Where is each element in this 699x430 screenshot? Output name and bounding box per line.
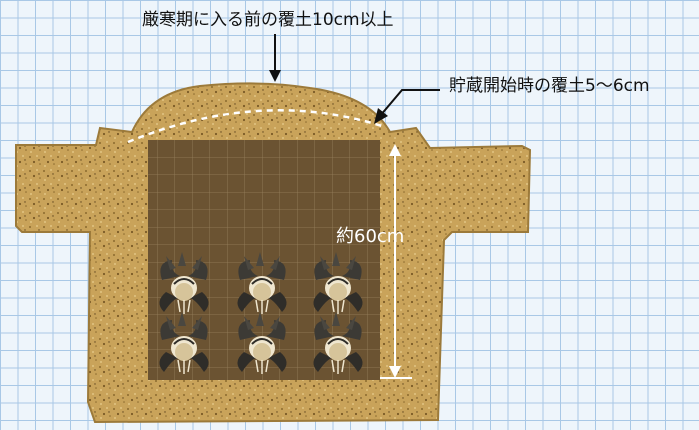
start-cover-label: 貯蔵開始時の覆土5～6cm — [449, 76, 650, 96]
depth-dimension — [380, 144, 412, 379]
depth-label: 約60cm — [336, 226, 405, 247]
top-cover-label: 厳寒期に入る前の覆土10cm以上 — [142, 10, 394, 30]
start-cover-arrow — [374, 89, 440, 124]
top-cover-arrow — [269, 34, 281, 82]
initial-cover-line — [127, 109, 383, 144]
